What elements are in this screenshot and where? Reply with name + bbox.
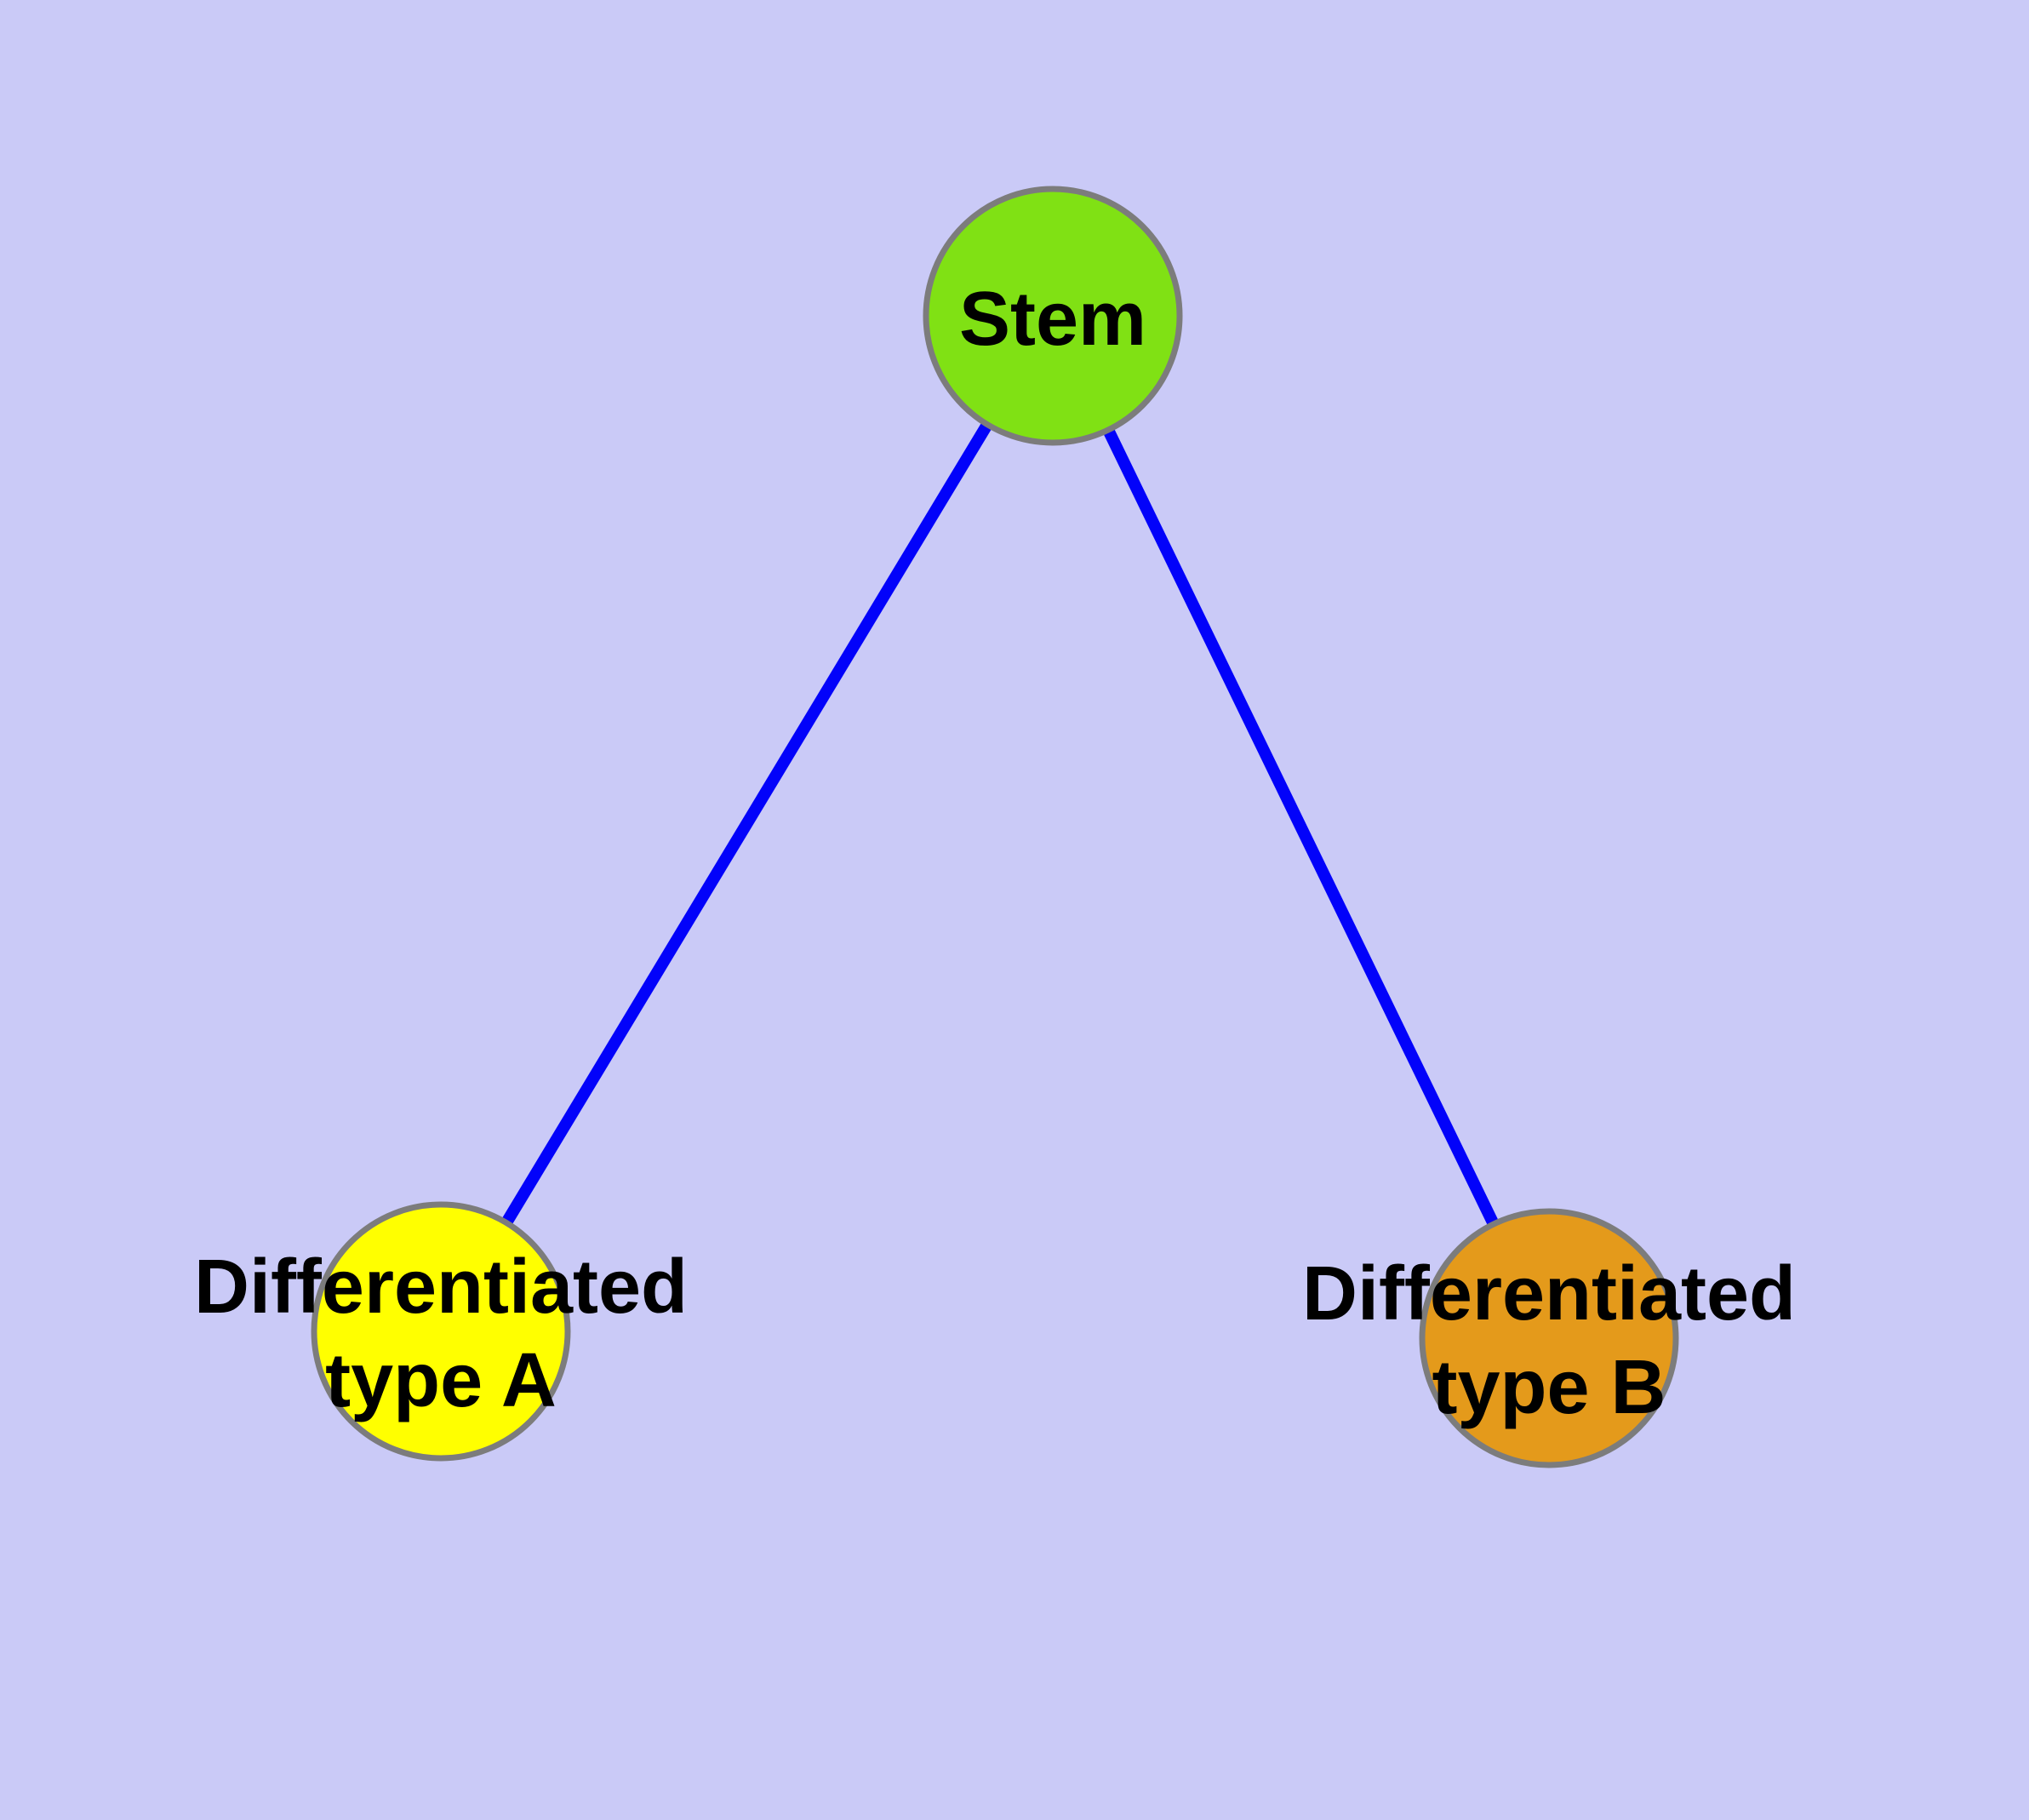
node-type-a — [311, 1201, 571, 1462]
edge-stem-to-type-b — [1047, 312, 1555, 1342]
node-type-b-label-line1: Differentiated — [1302, 1251, 1796, 1336]
node-type-a-label-line1: Differentiated — [194, 1245, 688, 1330]
node-type-b-label-line2: type B — [1432, 1345, 1666, 1430]
node-type-b — [1419, 1208, 1679, 1468]
node-stem-label: Stem — [959, 277, 1146, 362]
node-stem — [923, 186, 1183, 446]
node-type-a-label-line2: type A — [325, 1338, 557, 1423]
edge-stem-to-type-a — [436, 312, 1058, 1335]
